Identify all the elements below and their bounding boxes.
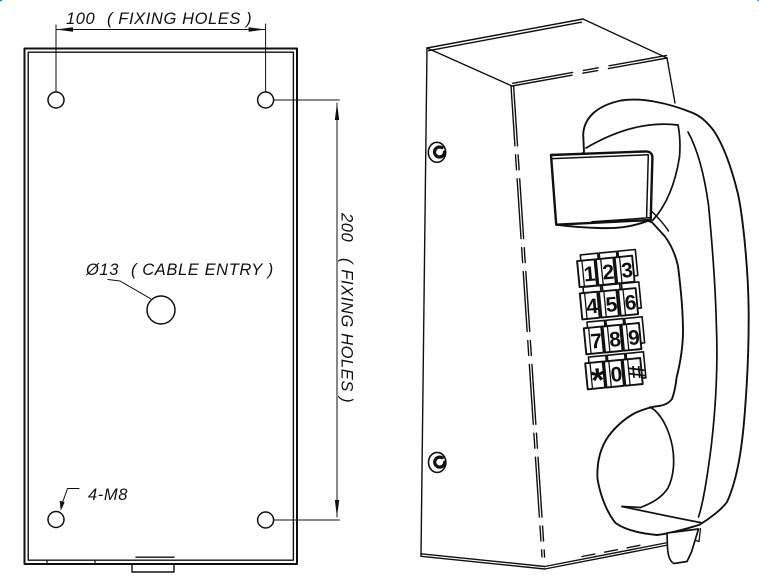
- svg-text:0: 0: [610, 363, 624, 387]
- svg-text:4: 4: [585, 295, 599, 319]
- svg-text:Ø13: Ø13: [85, 261, 119, 279]
- svg-text:( FIXING HOLES ): ( FIXING HOLES ): [338, 258, 356, 403]
- svg-text:( CABLE ENTRY ): ( CABLE ENTRY ): [131, 261, 274, 279]
- svg-text:( FIXING HOLES ): ( FIXING HOLES ): [107, 10, 252, 28]
- svg-text:8: 8: [608, 328, 622, 352]
- svg-text:7: 7: [589, 330, 603, 354]
- svg-text:5: 5: [605, 293, 619, 317]
- svg-text:#: #: [622, 364, 650, 380]
- svg-text:200: 200: [338, 212, 356, 243]
- svg-text:6: 6: [624, 291, 638, 315]
- svg-text:*: *: [590, 361, 607, 400]
- svg-text:2: 2: [602, 261, 616, 285]
- svg-text:1: 1: [583, 263, 597, 287]
- svg-text:9: 9: [627, 326, 641, 350]
- svg-text:3: 3: [620, 259, 634, 283]
- svg-text:100: 100: [66, 10, 96, 28]
- svg-text:4-M8: 4-M8: [88, 486, 128, 504]
